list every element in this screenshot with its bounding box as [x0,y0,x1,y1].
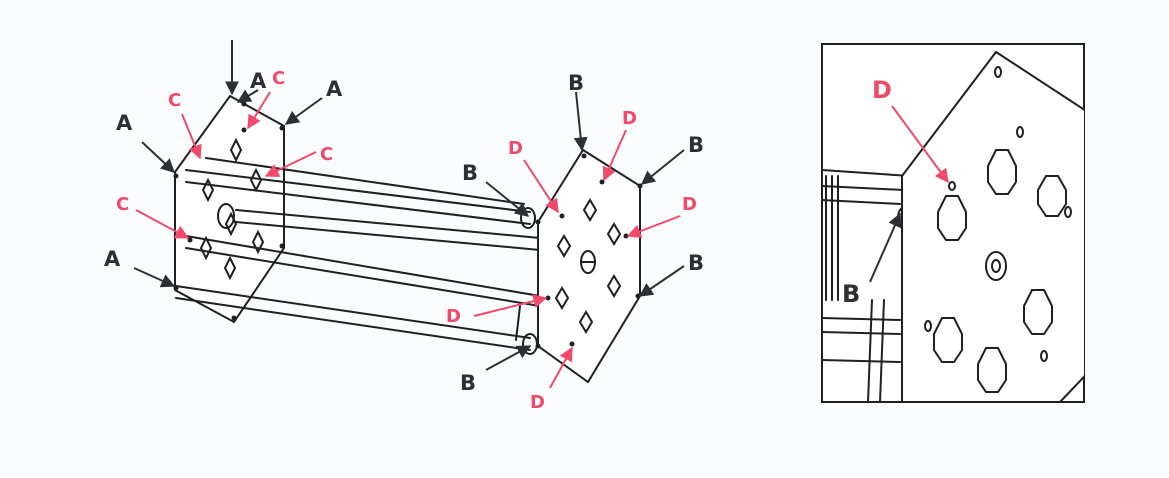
right-labels: B D B D B D B D B D [446,71,704,413]
callout-a-bottom: A [104,247,121,271]
callout-c-right: C [320,144,333,165]
left-arrows [133,40,323,288]
left-labels: A C A A C C C A [104,68,343,271]
callout-b-right-bottom: B [688,251,704,275]
connecting-rods [175,157,541,355]
callout-c-left-upper: C [168,90,181,111]
callout-b-left: B [462,161,478,185]
callout-d-right: D [682,194,697,215]
callout-d-top-left: D [508,138,523,159]
callout-d-top-right: D [622,108,637,129]
callout-b-top: B [568,71,584,95]
detail-callout-d: D [872,76,892,104]
callout-c-left-lower: C [116,194,129,215]
callout-d-bottom: D [530,392,545,413]
callout-d-left: D [446,306,461,327]
callout-a-top: A [250,69,267,93]
callout-b-right-top: B [688,133,704,157]
right-arrows [473,91,685,389]
callout-c-top: C [272,68,285,89]
right-end-panel [535,148,643,384]
detail-callout-b: B [842,280,860,308]
callout-b-bottom: B [460,371,476,395]
callout-a-right: A [326,77,343,101]
detail-inset: D B [821,43,1085,403]
callout-a-left: A [116,111,133,135]
